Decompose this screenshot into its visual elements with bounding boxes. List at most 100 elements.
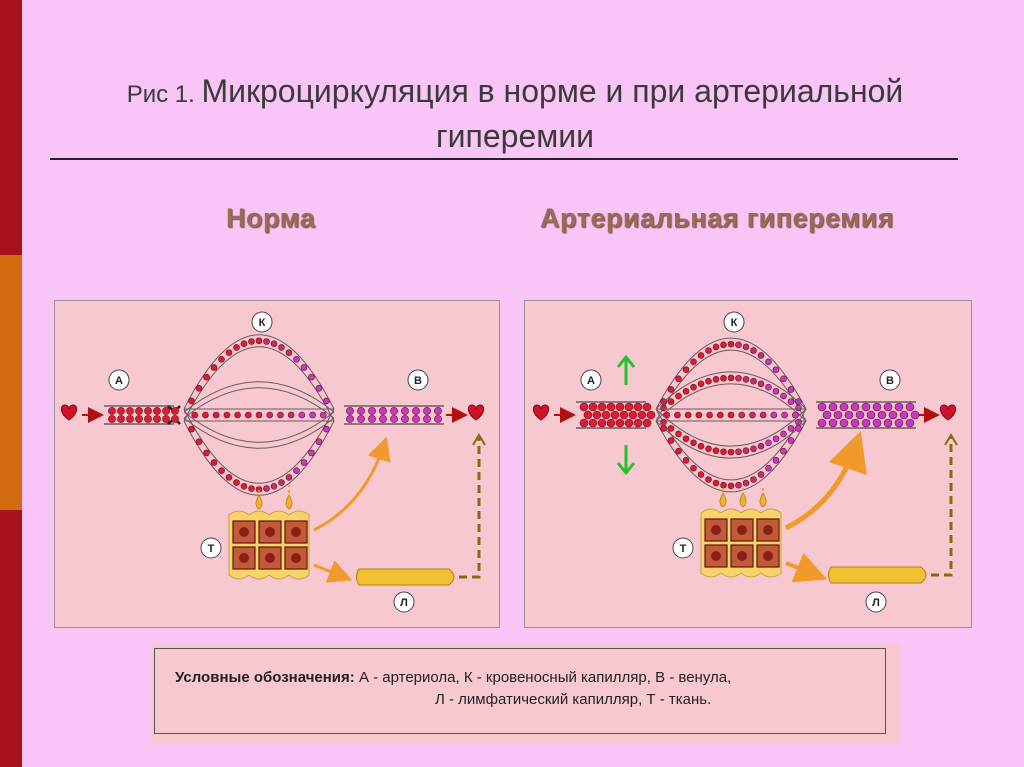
- blood-cell: [674, 411, 681, 419]
- blood-cell: [308, 373, 315, 381]
- blood-cell: [663, 411, 671, 419]
- blood-cell: [765, 464, 772, 472]
- blood-cell: [772, 457, 780, 464]
- blood-cell: [610, 410, 620, 420]
- blood-cell: [872, 402, 882, 412]
- blood-cell: [346, 407, 354, 415]
- cell-nucleus: [291, 527, 301, 537]
- blood-cell: [225, 474, 233, 481]
- blood-cell: [225, 349, 233, 356]
- blood-cell: [108, 415, 116, 423]
- blood-cell: [817, 402, 827, 412]
- blood-cell: [727, 340, 735, 348]
- blood-cell: [144, 407, 152, 415]
- blood-cell: [712, 447, 720, 454]
- blood-cell: [772, 366, 780, 373]
- blood-cell: [780, 447, 787, 455]
- blood-cell: [910, 410, 920, 420]
- blood-cell: [624, 418, 634, 428]
- blood-cell: [412, 415, 420, 423]
- blood-cell: [642, 418, 652, 428]
- heading-hyperemia: Артериальная гиперемия: [540, 203, 894, 233]
- label-circle: [723, 311, 745, 333]
- blood-cell: [883, 418, 893, 428]
- blood-cell: [795, 425, 802, 432]
- blood-cell: [759, 411, 767, 419]
- blood-cell: [579, 402, 589, 412]
- blood-cell: [883, 402, 893, 412]
- blood-cell: [787, 398, 795, 405]
- title-main: Микроциркуляция в норме и при артериальн…: [201, 73, 904, 154]
- legend-box: Условные обозначения: А - артериола, К -…: [154, 648, 886, 734]
- blood-cell: [667, 398, 675, 405]
- blood-cell: [270, 482, 278, 490]
- blood-cell: [633, 402, 643, 412]
- blood-cell: [287, 411, 295, 419]
- title-prefix: Рис 1.: [126, 81, 202, 108]
- blood-cell: [583, 410, 593, 420]
- droplet-icon: [739, 492, 747, 508]
- blood-cell: [712, 376, 720, 383]
- blood-cell: [153, 407, 161, 415]
- blood-cell: [300, 364, 308, 371]
- lymph-flow-arrow: [313, 560, 353, 583]
- blood-cell: [905, 418, 915, 428]
- capillary-wall: [655, 420, 807, 493]
- arteriole-wall: [576, 401, 646, 429]
- blood-cell: [780, 375, 787, 383]
- lymph-capillary: [356, 568, 455, 586]
- blood-cell: [720, 341, 727, 349]
- capillary-wall: [655, 383, 807, 422]
- blood-cell: [646, 410, 656, 420]
- blood-cell: [606, 418, 616, 428]
- capillary-wall: [655, 408, 807, 481]
- label-lymph: Л: [400, 597, 408, 609]
- blood-cell: [781, 411, 788, 419]
- blood-cell: [888, 410, 898, 420]
- blood-cell: [667, 425, 675, 432]
- label-tissue: Т: [680, 543, 687, 555]
- blood-cell: [162, 407, 170, 415]
- blood-cell: [390, 415, 398, 423]
- blood-cell: [368, 407, 376, 415]
- blood-cell: [697, 352, 705, 359]
- blood-cell: [592, 410, 602, 420]
- cell-nucleus: [291, 553, 301, 563]
- blood-cell: [248, 338, 255, 345]
- blood-cell: [682, 435, 690, 443]
- blood-cell: [423, 415, 431, 423]
- legend-text-1: А - артериола, К - кровеносный капилляр,…: [354, 669, 732, 686]
- blood-cell: [315, 384, 323, 392]
- label-circle: [672, 537, 694, 559]
- label-circle: [879, 369, 901, 391]
- blood-cell: [757, 380, 765, 388]
- blood-cell: [780, 430, 787, 438]
- blood-cell: [817, 418, 827, 428]
- blood-cell: [660, 425, 667, 432]
- blood-cell: [171, 415, 179, 423]
- cell-nucleus: [239, 553, 249, 563]
- venule-wall: [344, 405, 444, 425]
- label-circle: [108, 369, 130, 391]
- cell-nucleus: [265, 553, 275, 563]
- blood-cell: [357, 415, 365, 423]
- blood-cell: [368, 415, 376, 423]
- blood-cell: [787, 425, 795, 432]
- blood-cell: [255, 337, 263, 345]
- blood-cell: [285, 474, 293, 481]
- blood-cell: [588, 418, 598, 428]
- blood-cell: [277, 411, 284, 419]
- blood-cell: [697, 380, 705, 388]
- capillary-wall: [655, 371, 807, 410]
- lymph-flow-arrow: [785, 552, 828, 583]
- closed-capillary: [183, 381, 335, 413]
- blood-cell: [218, 356, 225, 363]
- blood-cell: [218, 467, 225, 474]
- blood-cell: [839, 418, 849, 428]
- sidebar-segment-bottom: [0, 510, 22, 767]
- blood-cell: [690, 439, 697, 447]
- blood-cell: [850, 418, 860, 428]
- blood-cell: [712, 479, 720, 487]
- blood-cell: [742, 447, 750, 454]
